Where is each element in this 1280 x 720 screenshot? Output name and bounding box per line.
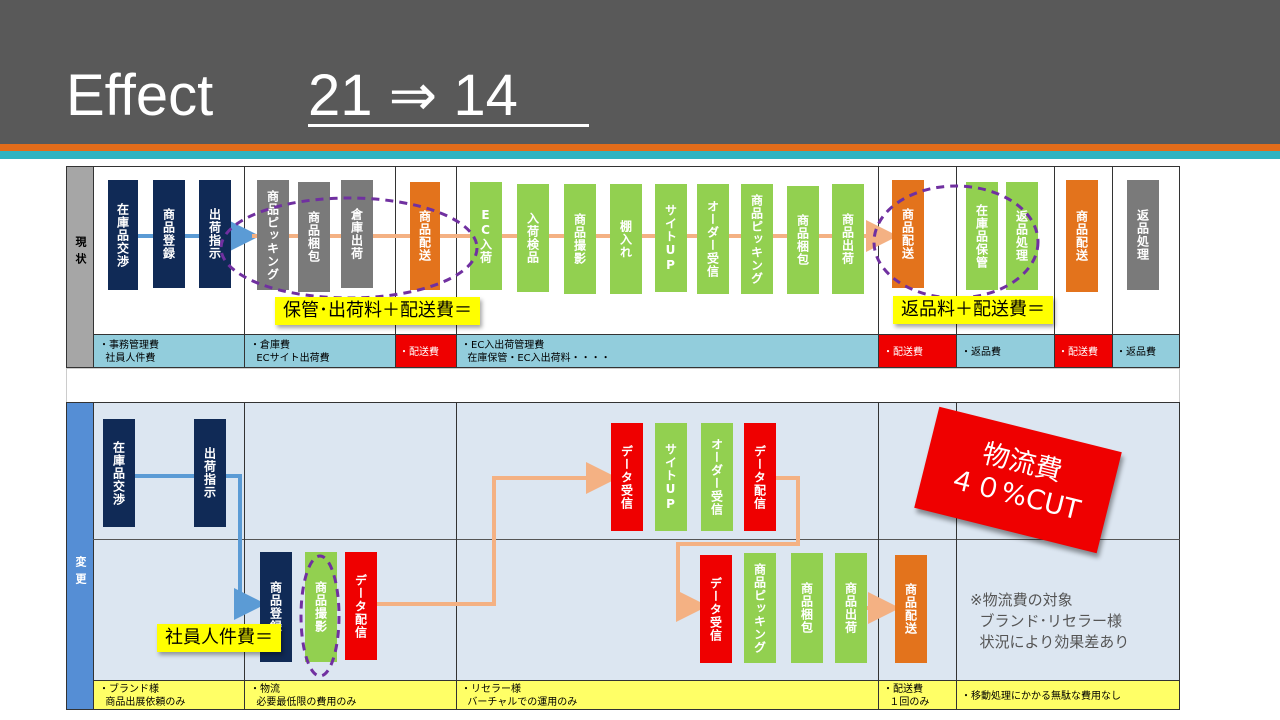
process-box: 商品梱包: [791, 553, 823, 663]
cost-text: ・移動処理にかかる無駄な費用なし: [961, 691, 1121, 702]
process-box: 商品撮影: [564, 184, 596, 294]
process-box: 商品撮影: [305, 552, 337, 662]
cost-cell: [456, 334, 879, 368]
process-box: データ受信: [611, 423, 643, 531]
process-box: サイトUP: [655, 184, 687, 292]
callout-storage-shipping: 保管･出荷料＋配送費＝: [275, 297, 480, 325]
cost-text: ・配送費: [399, 347, 439, 358]
callout-personnel: 社員人件費＝: [157, 624, 281, 652]
process-box: データ配信: [345, 552, 377, 660]
cost-text: ・事務管理費 社員人件費: [99, 340, 159, 364]
highlight-ellipse: [872, 184, 1040, 300]
process-box: 在庫品交渉: [108, 180, 138, 290]
note-text: ※物流費の対象 ブランド･リセラー様 状況により効果差あり: [970, 591, 1130, 651]
process-box: 商品配送: [1066, 180, 1098, 292]
flow-arrow: [120, 474, 266, 620]
divider: [456, 166, 457, 368]
divider: [956, 402, 957, 710]
process-box: 在庫品交渉: [103, 419, 135, 527]
process-box: サイトUP: [655, 423, 687, 531]
cost-text: ・配送費: [883, 347, 923, 358]
divider: [456, 402, 457, 710]
callout-return: 返品料＋配送費＝: [893, 296, 1053, 324]
row-label-changed: 変更: [74, 556, 87, 590]
row-label-current: 現状: [74, 236, 87, 270]
cost-text: ・倉庫費 ECサイト出荷費: [250, 340, 330, 364]
process-box: 商品配送: [895, 555, 927, 663]
process-box: 商品配送: [410, 182, 440, 290]
flow-arrow: [676, 476, 800, 622]
process-box: オーダー受信: [697, 184, 729, 294]
divider: [244, 166, 245, 368]
process-box: 在庫品保管: [966, 182, 998, 290]
cost-text: ・リセラー様 バーチャルでの運用のみ: [461, 684, 578, 708]
cost-cell: [956, 680, 1180, 710]
divider: [878, 166, 879, 368]
process-box: オーダー受信: [701, 423, 733, 531]
divider: [93, 539, 1180, 540]
cost-text: ・EC入出荷管理費 在庫保管・EC入出荷料・・・・: [461, 340, 611, 364]
process-box: 商品ピッキング: [741, 184, 773, 294]
process-box: 出荷指示: [199, 180, 231, 288]
row-label-cell-changed: [66, 402, 94, 710]
process-box: 出荷指示: [194, 419, 226, 527]
process-box: 商品梱包: [787, 186, 819, 294]
cost-cell: [244, 334, 396, 368]
cost-cell: [93, 680, 245, 710]
divider: [244, 402, 245, 710]
highlight-ellipse: [299, 554, 341, 678]
flow-arrow: [375, 462, 618, 606]
cost-cell-shipping: [878, 334, 957, 368]
process-box: 返品処理: [1127, 180, 1159, 290]
cost-text: ・返品費: [1116, 347, 1156, 358]
cost-cell: [878, 680, 957, 710]
divider: [1112, 166, 1113, 368]
slide-title: Effect: [66, 63, 214, 128]
cost-cell: [244, 680, 457, 710]
cost-text: ・返品費: [961, 347, 1001, 358]
divider: [395, 166, 396, 368]
teal-stripe: [0, 151, 1280, 159]
highlight-ellipse: [219, 196, 479, 300]
orange-stripe: [0, 144, 1280, 151]
process-box: データ受信: [700, 555, 732, 663]
process-box: 棚入れ: [610, 184, 642, 294]
process-box: 商品ピッキング: [257, 180, 289, 290]
formula-underline: [308, 124, 589, 127]
cost-cell: [1112, 334, 1180, 368]
process-box: 商品出荷: [835, 553, 867, 663]
cost-text: ・配送費: [1058, 347, 1098, 358]
divider: [956, 166, 957, 368]
divider: [878, 402, 879, 710]
process-box: データ配信: [744, 423, 776, 531]
process-box: 商品登録: [153, 180, 185, 288]
cost-text: ・ブランド様 商品出展依頼のみ: [99, 684, 186, 708]
process-box: 入荷検品: [517, 184, 549, 292]
cost-text: ・物流 必要最低限の費用のみ: [250, 684, 357, 708]
step-count-formula: 21 ⇒ 14: [308, 63, 518, 128]
divider: [1054, 166, 1055, 368]
cost-cell-shipping: [1054, 334, 1113, 368]
cost-cell-shipping: [395, 334, 457, 368]
header-bar: [0, 0, 1280, 144]
process-box: 商品配送: [892, 180, 924, 288]
process-box: 商品出荷: [832, 184, 864, 294]
cost-text: ・配送費 １回のみ: [883, 684, 930, 708]
process-box: 商品ピッキング: [744, 553, 776, 663]
cost-cell: [93, 334, 245, 368]
process-box: EC入荷: [470, 182, 502, 290]
